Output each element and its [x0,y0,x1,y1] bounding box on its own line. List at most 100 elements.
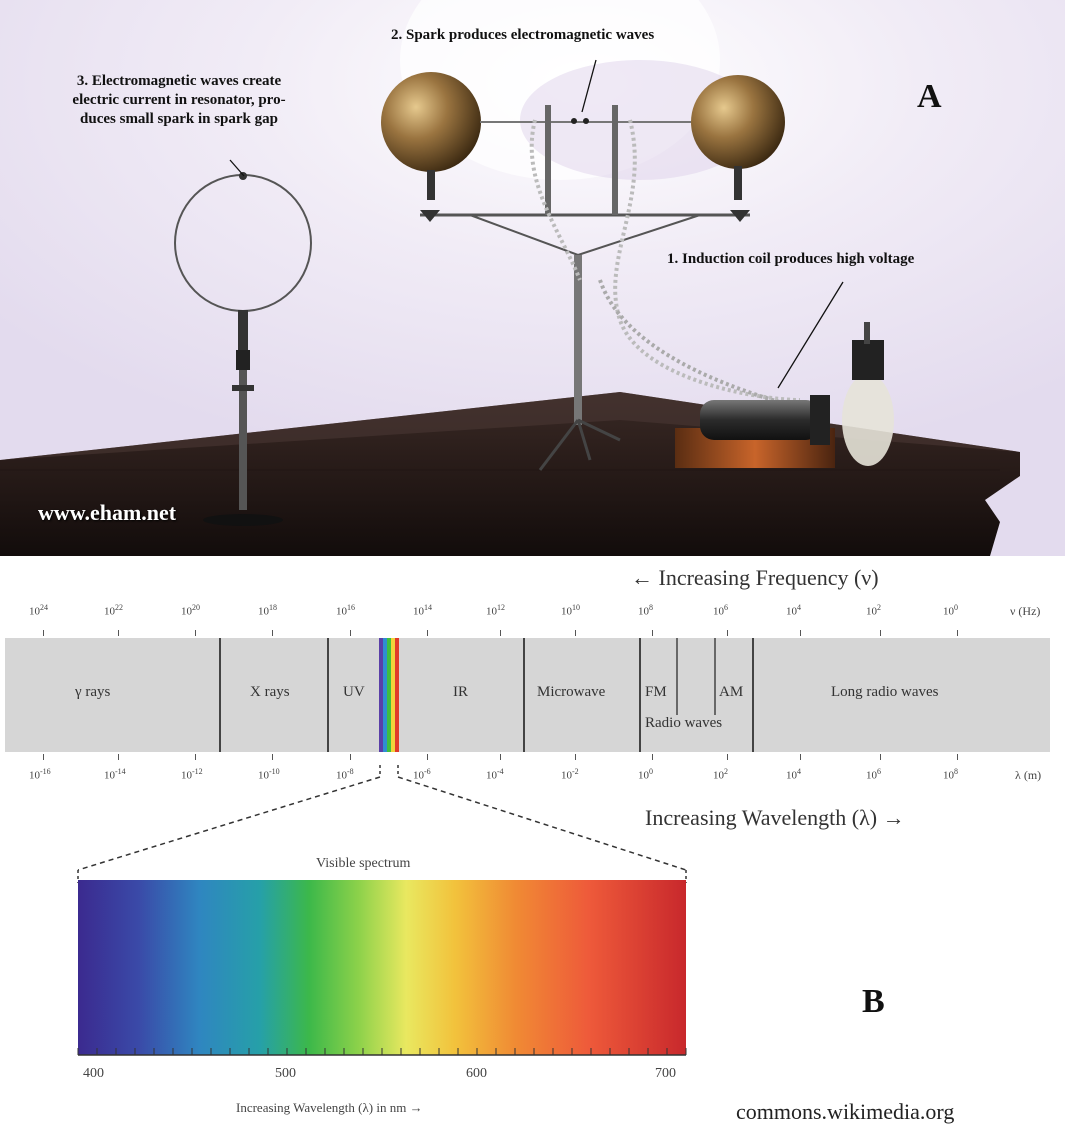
wavelength-tick-mark [118,754,119,760]
wavelength-tick-label: 10-16 [29,767,51,782]
frequency-tick-mark [350,630,351,636]
wavelength-axis-title: Increasing Wavelength (λ) → [645,805,905,830]
wavelength-tick-label: 10-10 [258,767,280,782]
frequency-tick-exponent: 20 [192,603,200,612]
frequency-tick-base: 10 [638,605,649,618]
frequency-tick-label: 1014 [413,603,432,618]
wavelength-tick-label: 10-12 [181,767,203,782]
wavelength-tick-exponent: 6 [877,767,881,776]
frequency-tick-label: 1022 [104,603,123,618]
frequency-tick-exponent: 18 [269,603,277,612]
wavelength-tick-label: 10-4 [486,767,504,782]
frequency-tick-exponent: 0 [954,603,958,612]
frequency-axis-title: ← Increasing Frequency (ν) [631,565,879,590]
source-credit: commons.wikimedia.org [736,1099,955,1124]
frequency-tick-base: 10 [943,605,954,618]
band-microwave-label: Microwave [537,684,606,700]
wavelength-tick-exponent: -6 [424,767,431,776]
frequency-tick-label: 106 [713,603,728,618]
panel-letter-b: B [862,983,885,1020]
wavelength-tick-exponent: 4 [797,767,801,776]
apparatus-illustration [0,0,1065,556]
frequency-tick-label: 1024 [29,603,48,618]
wavelength-tick-base: 10 [786,769,797,782]
frequency-tick-exponent: 22 [115,603,123,612]
wavelength-tick-base: 10 [258,769,269,782]
visible-tick-label: 500 [275,1066,296,1081]
frequency-tick-base: 10 [486,605,497,618]
frequency-tick-mark [880,630,881,636]
wavelength-tick-base: 10 [29,769,40,782]
frequency-tick-mark [652,630,653,636]
visible-stripe-red [395,638,399,752]
wavelength-tick-mark [350,754,351,760]
visible-stripe-green [387,638,391,752]
frequency-tick-base: 10 [713,605,724,618]
frequency-tick-label: 108 [638,603,653,618]
frequency-tick-mark [800,630,801,636]
wavelength-tick-exponent: -12 [192,767,203,776]
wavelength-tick-base: 10 [561,769,572,782]
wavelength-tick-label: 106 [866,767,881,782]
frequency-tick-label: 100 [943,603,958,618]
band-fm-label: FM [645,684,667,700]
visible-stripe-yellow [391,638,395,752]
frequency-tick-base: 10 [29,605,40,618]
watermark-text: www.eham.net [38,500,177,525]
frequency-tick-exponent: 10 [572,603,580,612]
wavelength-tick-exponent: -10 [269,767,280,776]
wavelength-tick-label: 100 [638,767,653,782]
frequency-tick-exponent: 2 [877,603,881,612]
frequency-tick-label: 1016 [336,603,355,618]
visible-axis-label: Increasing Wavelength (λ) in nm → [236,1100,423,1115]
visible-gradient [78,880,686,1055]
frequency-tick-mark [118,630,119,636]
frequency-tick-base: 10 [786,605,797,618]
wavelength-tick-exponent: -8 [347,767,354,776]
wavelength-tick-base: 10 [486,769,497,782]
frequency-tick-mark [195,630,196,636]
wavelength-tick-mark [575,754,576,760]
wavelength-tick-mark [272,754,273,760]
frequency-tick-mark [727,630,728,636]
wavelength-tick-exponent: -2 [572,767,579,776]
step3-label-line2: electric current in resonator, pro- [72,92,286,108]
wavelength-tick-base: 10 [638,769,649,782]
frequency-tick-mark [575,630,576,636]
visible-minor-ticks [77,1048,687,1055]
band-am-label: AM [719,684,744,700]
wavelength-tick-mark [427,754,428,760]
wavelength-tick-label: 102 [713,767,728,782]
frequency-tick-exponent: 8 [649,603,653,612]
step1-label: 1. Induction coil produces high voltage [667,251,915,267]
spectrum-band-background [5,638,1050,752]
frequency-tick-base: 10 [561,605,572,618]
frequency-tick-base: 10 [181,605,192,618]
wavelength-tick-mark [880,754,881,760]
wavelength-tick-exponent: 2 [724,767,728,776]
zoom-lines [77,765,687,883]
frequency-tick-label: 102 [866,603,881,618]
wavelength-tick-label: 10-8 [336,767,354,782]
step2-label: 2. Spark produces electromagnetic waves [391,27,655,43]
wavelength-tick-base: 10 [943,769,954,782]
wavelength-tick-mark [800,754,801,760]
visible-spectrum-bar [77,880,687,1056]
visible-spectrum-title: Visible spectrum [316,856,411,871]
frequency-tick-exponent: 24 [40,603,48,612]
frequency-tick-label: 104 [786,603,801,618]
frequency-tick-base: 10 [866,605,877,618]
visible-tick-label: 700 [655,1066,676,1081]
wavelength-tick-exponent: -4 [497,767,504,776]
frequency-tick-base: 10 [258,605,269,618]
wavelength-tick-mark [500,754,501,760]
wavelength-tick-mark [957,754,958,760]
frequency-tick-exponent: 14 [424,603,432,612]
wavelength-tick-base: 10 [866,769,877,782]
frequency-tick-base: 10 [413,605,424,618]
frequency-tick-mark [957,630,958,636]
wavelength-tick-base: 10 [104,769,115,782]
band-xray-label: X rays [250,684,290,700]
frequency-tick-mark [43,630,44,636]
wavelength-tick-label: 10-6 [413,767,431,782]
